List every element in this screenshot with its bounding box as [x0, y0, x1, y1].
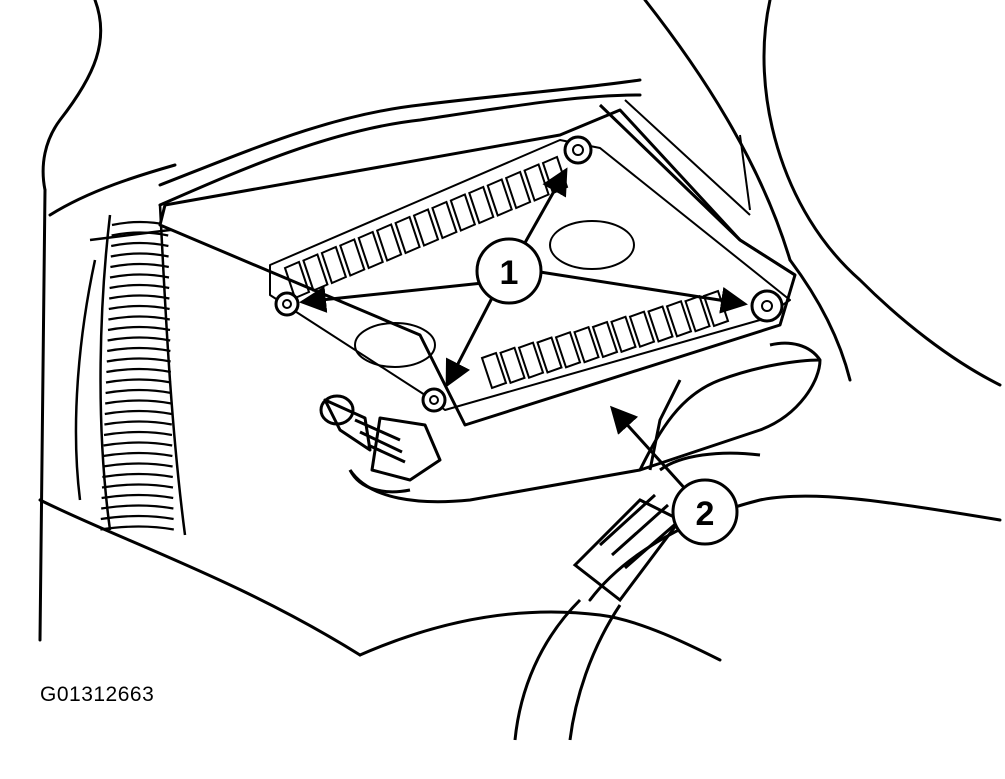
conduit-rib — [107, 346, 171, 353]
leader-to-screw-top-right — [520, 167, 568, 249]
callout-2-leader — [609, 405, 690, 494]
cooling-slot — [375, 223, 403, 262]
leader-to-screw-left — [299, 281, 484, 313]
stud-bolt — [319, 394, 442, 494]
cooling-slot — [412, 208, 440, 247]
cooling-slot — [431, 200, 458, 240]
conduit-rib — [103, 441, 173, 447]
figure-code: G01312663 — [40, 683, 155, 706]
cooling-slot — [628, 310, 656, 348]
conduit-rib — [101, 483, 174, 489]
conduit-rib — [100, 525, 174, 531]
conduit-rib — [106, 357, 171, 363]
cooling-slot — [499, 346, 526, 385]
screw-bottom — [421, 387, 447, 413]
cooling-slot — [536, 336, 563, 374]
conduit-rib — [109, 283, 170, 290]
cooling-slots-lower — [480, 289, 730, 390]
conduit-rib — [109, 273, 170, 279]
screw-top-right — [563, 135, 593, 165]
cooling-slot — [394, 215, 421, 255]
callout-2-label: 2 — [696, 495, 715, 533]
leader-to-screw-bottom — [445, 297, 494, 388]
body-panel — [38, 0, 1002, 662]
cooling-slot — [480, 351, 508, 390]
cooling-slot — [302, 253, 329, 292]
conduit-rib — [105, 399, 172, 405]
conduit-rib — [108, 294, 170, 300]
conduit-rib — [107, 336, 171, 342]
conduit-rib — [102, 472, 173, 479]
cooling-slot — [339, 238, 366, 277]
cooling-slot — [486, 178, 513, 217]
leader-to-screw-right — [539, 270, 748, 314]
cooling-slot — [647, 305, 674, 343]
conduit-rib — [101, 504, 174, 510]
callout-1: 1 — [475, 237, 543, 305]
conduit-rib — [105, 378, 172, 384]
cooling-slot — [702, 289, 730, 328]
cooling-slot — [554, 331, 582, 369]
conduit-rib — [108, 304, 170, 311]
conduit-rib — [103, 430, 173, 437]
conduit-rib — [100, 514, 174, 521]
cooling-slot — [449, 193, 477, 232]
mounting-screws — [274, 135, 784, 413]
conduit-rib — [107, 325, 171, 332]
cooling-slot — [468, 185, 495, 225]
cooling-slot — [684, 294, 711, 333]
callout-1-leaders — [299, 167, 748, 388]
cooling-slot — [320, 245, 348, 285]
conduit-rib — [105, 388, 172, 395]
cooling-slot — [591, 320, 619, 359]
callout-1-label: 1 — [500, 254, 519, 292]
conduit-rib — [102, 462, 173, 468]
conduit-rib — [110, 262, 170, 269]
screw-left — [274, 291, 300, 317]
callout-2: 2 — [671, 478, 739, 546]
conduit-rib — [108, 315, 171, 321]
cooling-slot — [573, 325, 600, 364]
conduit-rib — [111, 231, 169, 237]
conduit-ribs — [100, 220, 174, 531]
cooling-slot — [665, 300, 693, 338]
conduit-rib — [110, 252, 169, 258]
conduit-rib — [110, 241, 169, 248]
conduit-rib — [104, 420, 173, 426]
cooling-slot — [517, 341, 545, 379]
cooling-slot — [504, 170, 532, 210]
cooling-slot — [610, 315, 637, 354]
cooling-slots-upper — [283, 155, 569, 300]
cooling-slot — [357, 230, 384, 270]
conduit-rib — [101, 493, 174, 500]
conduit-rib — [103, 451, 173, 458]
conduit-rib — [106, 367, 172, 374]
conduit-rib — [104, 409, 172, 416]
screw-right — [750, 289, 784, 323]
